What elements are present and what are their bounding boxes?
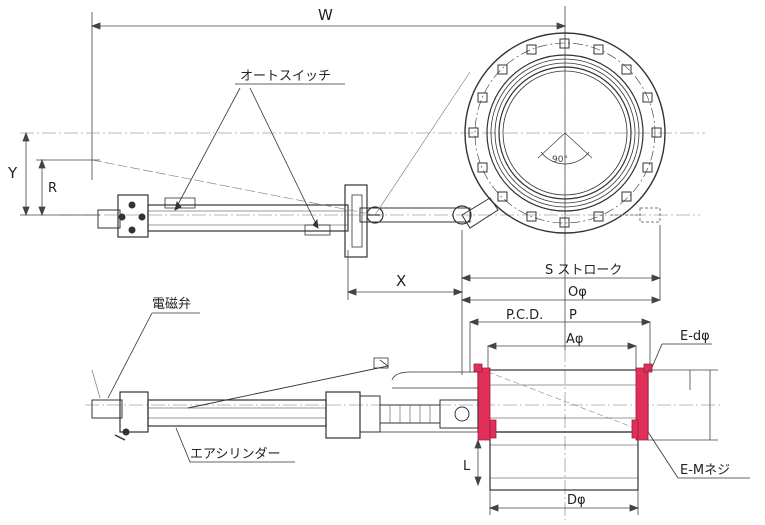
air-cylinder-side — [91, 357, 479, 441]
label-angle: 90° — [552, 155, 568, 165]
dimension-y-r — [20, 131, 100, 217]
dimension-l — [474, 438, 482, 487]
valve-body-side — [477, 369, 649, 491]
dimension-o-p-a — [460, 296, 662, 375]
label-e-m-screw: E-Mネジ — [680, 463, 730, 478]
leaders-auto-switch — [174, 83, 345, 229]
label-w: W — [318, 6, 333, 24]
dimension-d — [488, 490, 640, 515]
bolt-holes — [468, 38, 662, 228]
label-r: R — [48, 181, 57, 196]
leader-air-cylinder — [175, 427, 295, 463]
label-e-d-phi: E-dφ — [680, 329, 710, 344]
leader-solenoid — [107, 312, 200, 399]
label-y: Y — [7, 164, 18, 182]
valve-flange-top — [464, 32, 666, 234]
label-x: X — [396, 272, 406, 290]
label-o-phi: Oφ — [568, 285, 587, 300]
dimension-s — [460, 225, 662, 300]
flange-red-sections — [473, 363, 653, 441]
centerlines-top — [20, 40, 705, 520]
label-auto-switch: オートスイッチ — [240, 69, 331, 84]
label-p: P — [569, 308, 577, 323]
label-s-stroke: S ストローク — [545, 263, 622, 278]
air-cylinder-top — [97, 184, 380, 258]
label-pcd: P.C.D. — [506, 308, 543, 323]
label-l: L — [463, 459, 471, 474]
dimension-x — [346, 230, 464, 300]
label-a-phi: Aφ — [566, 332, 583, 347]
pivot-line — [374, 71, 471, 216]
leader-e-d — [649, 343, 712, 373]
label-air-cylinder: エアシリンダー — [190, 447, 280, 462]
label-d-phi: Dφ — [567, 493, 586, 508]
lever-arm-top — [359, 197, 661, 229]
dimension-right-side — [648, 369, 718, 441]
leader-e-m — [647, 431, 750, 479]
side-swing-tick — [91, 369, 101, 399]
swing-line — [91, 159, 376, 216]
label-solenoid-valve: 電磁弁 — [152, 297, 191, 312]
